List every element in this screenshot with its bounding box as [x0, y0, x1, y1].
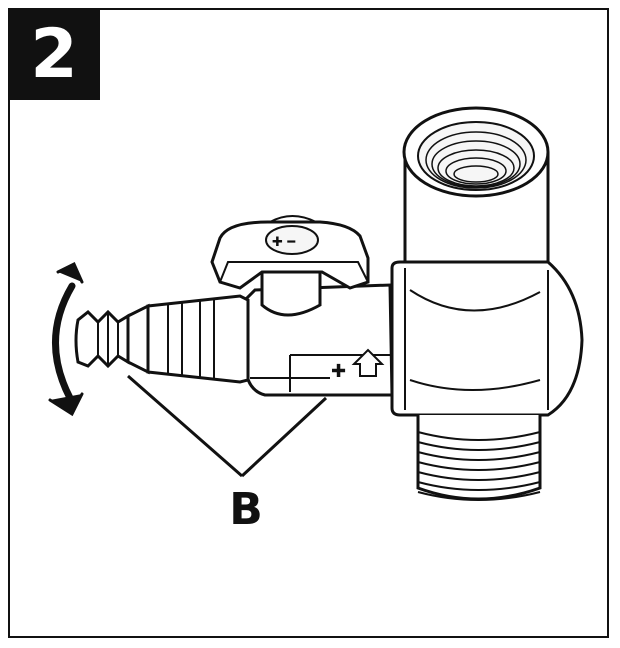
top-threaded-port	[402, 106, 550, 286]
step-number: 2	[30, 15, 78, 94]
handle-symbols: ✚ ━	[272, 235, 295, 250]
rotate-direction-arrow-icon	[48, 261, 84, 417]
hose-barb-connector	[74, 294, 250, 384]
valve-handle	[210, 215, 370, 317]
callout-label-b: B	[229, 484, 263, 535]
body-plus-symbol: ✚	[331, 361, 346, 382]
bottom-threaded-port	[416, 415, 542, 501]
flow-direction-marking-icon	[351, 348, 385, 377]
step-number-badge: 2	[8, 8, 100, 100]
callout-lines	[127, 374, 328, 478]
tee-body	[390, 260, 584, 417]
